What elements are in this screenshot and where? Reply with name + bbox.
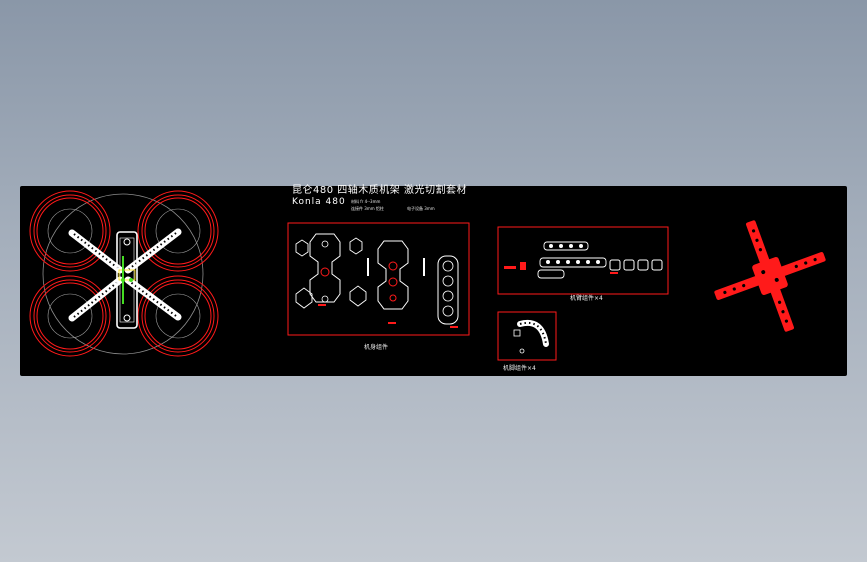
drawing-title: 昆仑480 四轴木质机架 激光切割套材	[292, 185, 467, 196]
frame-parts-caption: 机身组件	[364, 344, 389, 351]
arm-holes	[73, 232, 177, 318]
arm-parts-caption: 机臂组件×4	[570, 295, 603, 302]
drawing-note: 连接件 3mm 铝柱	[351, 206, 384, 211]
propeller-disc	[47, 208, 201, 339]
frame-plate-outline	[377, 240, 409, 310]
drawing-subtitle: Konla 480	[292, 197, 346, 207]
drawing-note: 电子设备 3mm	[407, 206, 435, 211]
frame-parts-panel	[287, 222, 470, 336]
drawing-note: 材料 fr 4--3mm	[351, 199, 381, 204]
propeller-guard-ring	[29, 190, 219, 357]
quadcopter-assembly-view	[29, 190, 219, 357]
frame-plate-outline	[309, 233, 341, 303]
arm-parts-panel	[497, 226, 669, 295]
arm-holes	[546, 244, 600, 264]
frame-rail-part	[437, 255, 459, 325]
assembled-frame-red	[714, 220, 826, 332]
bracket-parts	[295, 237, 425, 309]
red-marks	[504, 262, 618, 274]
center-plate	[116, 231, 138, 329]
arm-strip-parts	[537, 241, 607, 279]
red-marks	[318, 304, 458, 328]
motor-mount-parts	[609, 259, 663, 271]
cad-drawing-canvas[interactable]: 昆仑480 四轴木质机架 激光切割套材 Konla 480 材料 fr 4--3…	[20, 186, 847, 376]
cad-drawing	[29, 190, 826, 361]
leg-parts-caption: 机脚组件×4	[503, 365, 536, 372]
leg-parts-panel	[497, 311, 557, 361]
